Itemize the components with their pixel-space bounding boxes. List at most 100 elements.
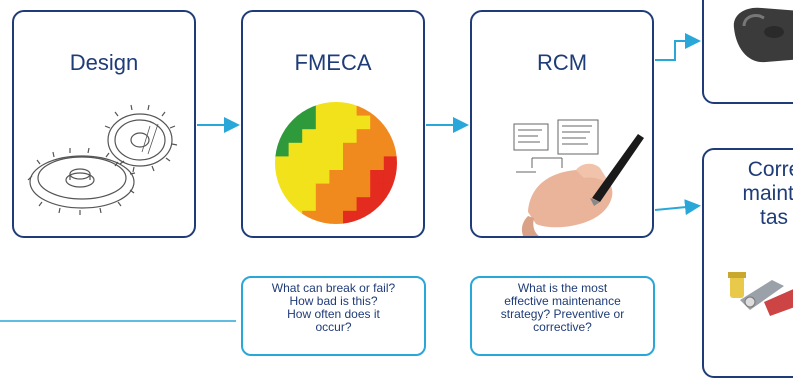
matrix-cell (288, 129, 303, 144)
fmeca-question-line: occur? (315, 320, 352, 334)
matrix-cell (329, 210, 344, 224)
matrix-cell (302, 156, 317, 171)
matrix-cell (315, 210, 330, 224)
matrix-cell (275, 156, 290, 171)
design-box: Design (12, 10, 196, 238)
matrix-cell (343, 102, 358, 117)
matrix-cell (383, 142, 397, 157)
matrix-cell (329, 142, 344, 157)
risk-matrix-icon (275, 102, 397, 224)
matrix-cell (288, 210, 303, 224)
matrix-cell (315, 156, 330, 171)
matrix-cell (275, 115, 290, 130)
corrective-title-line-2: mainte (742, 182, 793, 205)
matrix-cell (356, 156, 371, 171)
rcm-title: RCM (536, 50, 588, 75)
matrix-cell (288, 170, 303, 185)
matrix-cell (370, 102, 385, 117)
matrix-cell (343, 210, 358, 224)
matrix-cell (356, 129, 371, 144)
matrix-cell (329, 129, 344, 144)
matrix-cell (370, 210, 385, 224)
matrix-cell (315, 170, 330, 185)
matrix-cell (288, 197, 303, 212)
matrix-cell (288, 115, 303, 130)
matrix-cell (383, 102, 397, 117)
matrix-cell (370, 170, 385, 185)
rcm-question-line: What is the most (517, 281, 608, 295)
hand-writing-icon (513, 119, 644, 236)
matrix-cell (383, 115, 397, 130)
matrix-cell (302, 210, 317, 224)
matrix-cell (329, 197, 344, 212)
matrix-cell (356, 183, 371, 198)
matrix-cell (275, 170, 290, 185)
rcm-question-line: strategy? Preventive or (500, 307, 625, 321)
matrix-cell (343, 142, 358, 157)
pliers-photo-icon (728, 272, 793, 316)
matrix-cell (370, 183, 385, 198)
matrix-cell (356, 142, 371, 157)
rcm-box: RCM (470, 10, 654, 238)
fmeca-question-line: How often does it (287, 307, 380, 321)
matrix-cell (343, 170, 358, 185)
fmeca-question-box: What can break or fail? How bad is this?… (241, 276, 426, 356)
matrix-cell (383, 129, 397, 144)
corrective-title: Corre mainte tas (704, 158, 793, 230)
matrix-cell (370, 142, 385, 157)
matrix-cell (356, 197, 371, 212)
corrective-title-line-3: tas (759, 206, 788, 229)
matrix-cell (343, 115, 358, 130)
matrix-cell (288, 102, 303, 117)
matrix-cell (315, 197, 330, 212)
gears-sketch-icon (27, 104, 178, 215)
matrix-cell (288, 142, 303, 157)
matrix-cell (288, 183, 303, 198)
matrix-cell (356, 115, 371, 130)
matrix-cell (343, 129, 358, 144)
matrix-cell (383, 170, 397, 185)
rcm-question-line: corrective? (533, 320, 592, 334)
matrix-cell (302, 197, 317, 212)
matrix-cell (370, 129, 385, 144)
arrow-rcm-to-corrective (654, 199, 701, 216)
matrix-cell (329, 170, 344, 185)
matrix-cell (329, 102, 344, 117)
matrix-cell (315, 142, 330, 157)
fmeca-title: FMECA (294, 50, 372, 75)
matrix-cell (302, 115, 317, 130)
matrix-cell (383, 156, 397, 171)
matrix-cell (315, 183, 330, 198)
top-right-box (702, 0, 793, 104)
matrix-cell (302, 183, 317, 198)
matrix-cell (315, 115, 330, 130)
matrix-cell (275, 183, 290, 198)
matrix-cell (343, 183, 358, 198)
matrix-cell (370, 156, 385, 171)
matrix-cell (288, 156, 303, 171)
matrix-cell (315, 102, 330, 117)
matrix-cell (329, 115, 344, 130)
matrix-cell (343, 156, 358, 171)
corrective-box: Corre mainte tas (702, 148, 793, 378)
matrix-cell (275, 197, 290, 212)
matrix-cell (302, 129, 317, 144)
matrix-cell (383, 183, 397, 198)
matrix-cell (275, 210, 290, 224)
rcm-question-line: effective maintenance (504, 294, 621, 308)
matrix-cell (356, 170, 371, 185)
fmeca-question-line: What can break or fail? (271, 281, 396, 295)
arrow-rcm-to-top-right (655, 33, 701, 61)
matrix-cell (302, 102, 317, 117)
tool-photo-icon (733, 7, 793, 63)
matrix-cell (275, 142, 290, 157)
matrix-cell (370, 197, 385, 212)
fmeca-box: FMECA (241, 10, 425, 238)
matrix-cell (329, 156, 344, 171)
matrix-cell (356, 210, 371, 224)
matrix-cell (343, 197, 358, 212)
fmeca-question-line: How bad is this? (289, 294, 378, 308)
design-title: Design (69, 50, 139, 75)
matrix-cell (370, 115, 385, 130)
corrective-title-line-1: Corre (747, 158, 793, 181)
